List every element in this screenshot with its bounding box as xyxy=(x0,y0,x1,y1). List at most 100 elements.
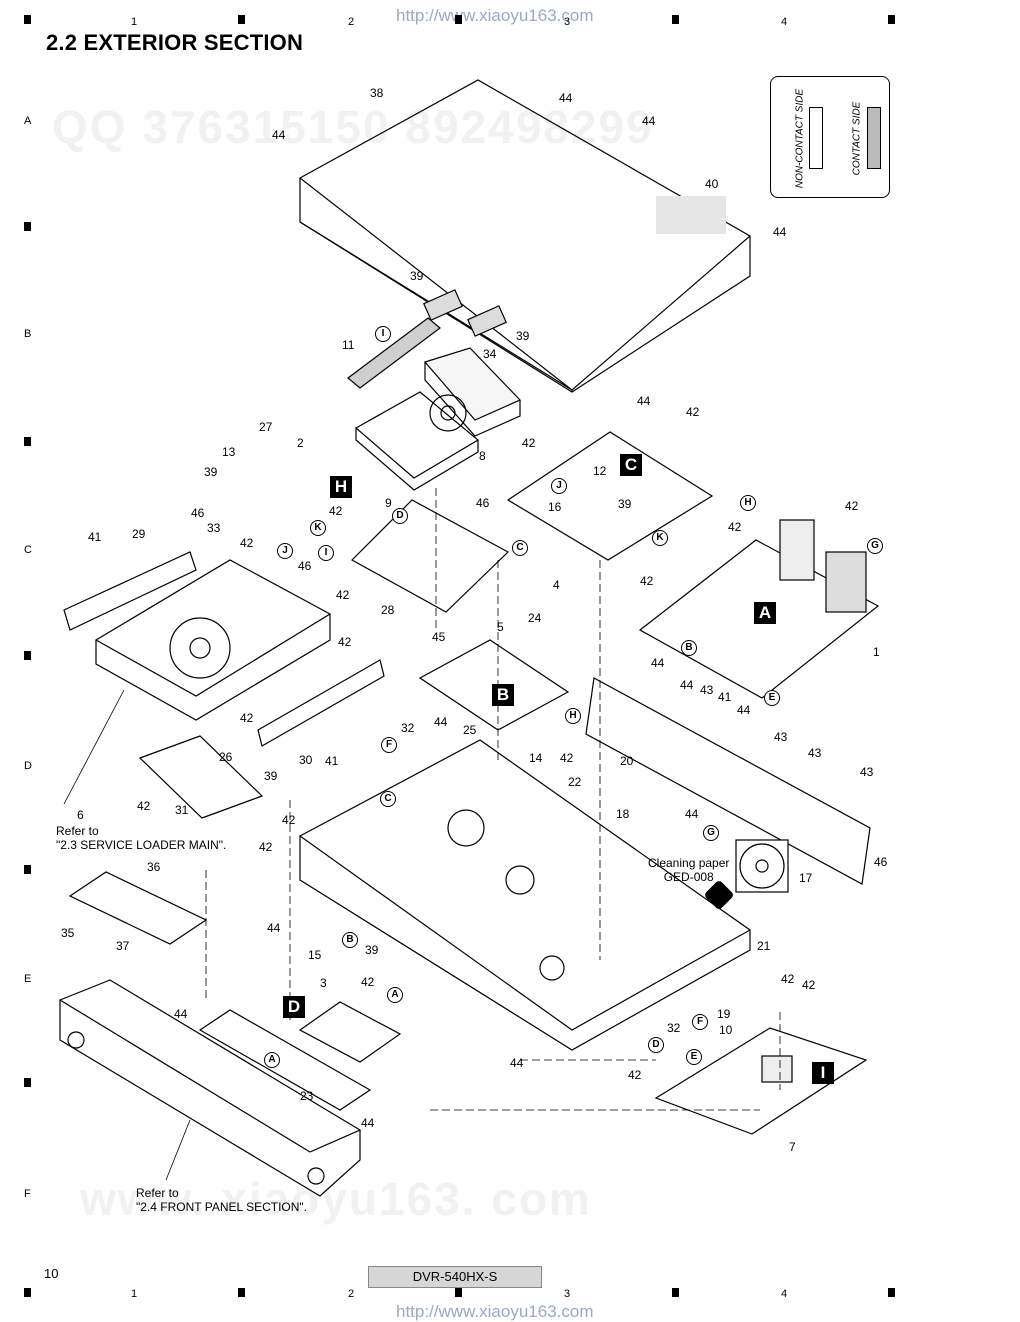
border-tick xyxy=(24,222,31,231)
part-number: 43 xyxy=(700,683,714,697)
part-number: 42 xyxy=(240,536,254,550)
connector-mark-j: J xyxy=(551,478,567,494)
part-number: 42 xyxy=(522,436,536,450)
grid-row-d: D xyxy=(24,760,32,772)
part-number: 42 xyxy=(137,799,151,813)
connector-mark-d: D xyxy=(392,508,408,524)
connector-mark-h: H xyxy=(565,708,581,724)
part-number: 42 xyxy=(336,588,350,602)
connector-mark-i: I xyxy=(375,326,391,342)
contact-tape xyxy=(867,107,881,169)
watermark-qq: QQ 376315150 892498299 xyxy=(52,101,654,153)
part-number: 15 xyxy=(308,948,322,962)
part-number: 44 xyxy=(773,225,787,239)
part-number: 11 xyxy=(342,338,355,352)
grid-col-4-top: 4 xyxy=(781,16,788,28)
part-number: 42 xyxy=(560,751,574,765)
connector-mark-e: E xyxy=(764,690,780,706)
part-number: 43 xyxy=(774,730,788,744)
part-number: 12 xyxy=(593,464,607,478)
border-tick xyxy=(24,1288,31,1297)
border-tick xyxy=(672,1288,679,1297)
header-url[interactable]: http://www.xiaoyu163.com xyxy=(396,6,594,25)
connector-mark-f: F xyxy=(381,737,397,753)
grid-col-3-bottom: 3 xyxy=(564,1288,571,1300)
front-ref-line2: "2.4 FRONT PANEL SECTION". xyxy=(136,1200,307,1214)
grid-row-a: A xyxy=(24,115,32,127)
part-number: 32 xyxy=(401,721,415,735)
border-tick xyxy=(672,15,679,24)
part-number: 40 xyxy=(705,177,719,191)
contact-label: CONTACT SIDE xyxy=(851,101,863,176)
border-tick xyxy=(888,15,895,24)
loader-ref-line1: Refer to xyxy=(56,824,99,838)
loader-ref-line2: "2.3 SERVICE LOADER MAIN". xyxy=(56,838,227,852)
part-number: 42 xyxy=(361,975,375,989)
part-number: 44 xyxy=(637,394,651,408)
part-number: 42 xyxy=(282,813,296,827)
part-number: 39 xyxy=(204,465,218,479)
part-number: 23 xyxy=(300,1089,314,1103)
grid-col-2-top: 2 xyxy=(348,16,355,28)
part-number: 27 xyxy=(259,420,273,434)
border-tick xyxy=(888,1288,895,1297)
model-badge: DVR-540HX-S xyxy=(368,1266,542,1288)
part-number: 39 xyxy=(264,769,278,783)
grid-col-2-bottom: 2 xyxy=(348,1288,355,1300)
connector-mark-c: C xyxy=(380,791,396,807)
part-number: 9 xyxy=(385,496,392,510)
grid-col-4-bottom: 4 xyxy=(781,1288,788,1300)
connector-mark-j: J xyxy=(277,543,293,559)
part-number: 10 xyxy=(719,1023,733,1037)
part-number: 31 xyxy=(175,803,189,817)
part-number: 39 xyxy=(618,497,632,511)
part-number: 39 xyxy=(365,943,379,957)
part-number: 42 xyxy=(802,978,816,992)
connector-mark-a: A xyxy=(387,987,403,1003)
board-label-c: C xyxy=(620,454,642,476)
part-number: 42 xyxy=(781,972,795,986)
border-tick xyxy=(24,865,31,874)
part-number: 41 xyxy=(718,690,732,704)
border-tick xyxy=(24,15,31,24)
part-number: 6 xyxy=(77,808,84,822)
border-tick xyxy=(24,437,31,446)
loader-reference-note: Refer to "2.3 SERVICE LOADER MAIN". xyxy=(56,824,226,852)
board-label-b: B xyxy=(492,684,514,706)
part-number: 44 xyxy=(434,715,448,729)
connector-mark-k: K xyxy=(310,520,326,536)
board-label-d: D xyxy=(283,996,305,1018)
part-number: 7 xyxy=(789,1140,796,1154)
part-number: 5 xyxy=(497,620,504,634)
connector-mark-h: H xyxy=(740,495,756,511)
part-number: 41 xyxy=(325,754,339,768)
part-number: 44 xyxy=(272,128,286,142)
cleaning-line1: Cleaning paper xyxy=(648,856,730,870)
connector-mark-i: I xyxy=(318,545,334,561)
part-number: 44 xyxy=(651,656,665,670)
part-number: 45 xyxy=(432,630,446,644)
part-number: 39 xyxy=(410,269,424,283)
connector-mark-e: E xyxy=(686,1049,702,1065)
border-tick xyxy=(238,15,245,24)
part-number: 30 xyxy=(299,753,313,767)
part-number: 46 xyxy=(298,559,312,573)
page-number: 10 xyxy=(44,1266,59,1281)
grid-col-3-top: 3 xyxy=(564,16,571,28)
connector-mark-k: K xyxy=(652,530,668,546)
non-contact-tape xyxy=(809,107,823,169)
part-number: 20 xyxy=(620,754,634,768)
part-number: 44 xyxy=(361,1116,375,1130)
front-ref-line1: Refer to xyxy=(136,1186,179,1200)
connector-mark-b: B xyxy=(342,932,358,948)
footer-url[interactable]: http://www.xiaoyu163.com xyxy=(396,1302,594,1321)
part-number: 43 xyxy=(808,746,822,760)
part-number: 26 xyxy=(219,750,233,764)
part-number: 46 xyxy=(476,496,490,510)
part-number: 18 xyxy=(616,807,630,821)
part-number: 44 xyxy=(737,703,751,717)
part-number: 19 xyxy=(717,1007,731,1021)
part-number: 42 xyxy=(728,520,742,534)
part-number: 35 xyxy=(61,926,75,940)
part-number: 33 xyxy=(207,521,221,535)
